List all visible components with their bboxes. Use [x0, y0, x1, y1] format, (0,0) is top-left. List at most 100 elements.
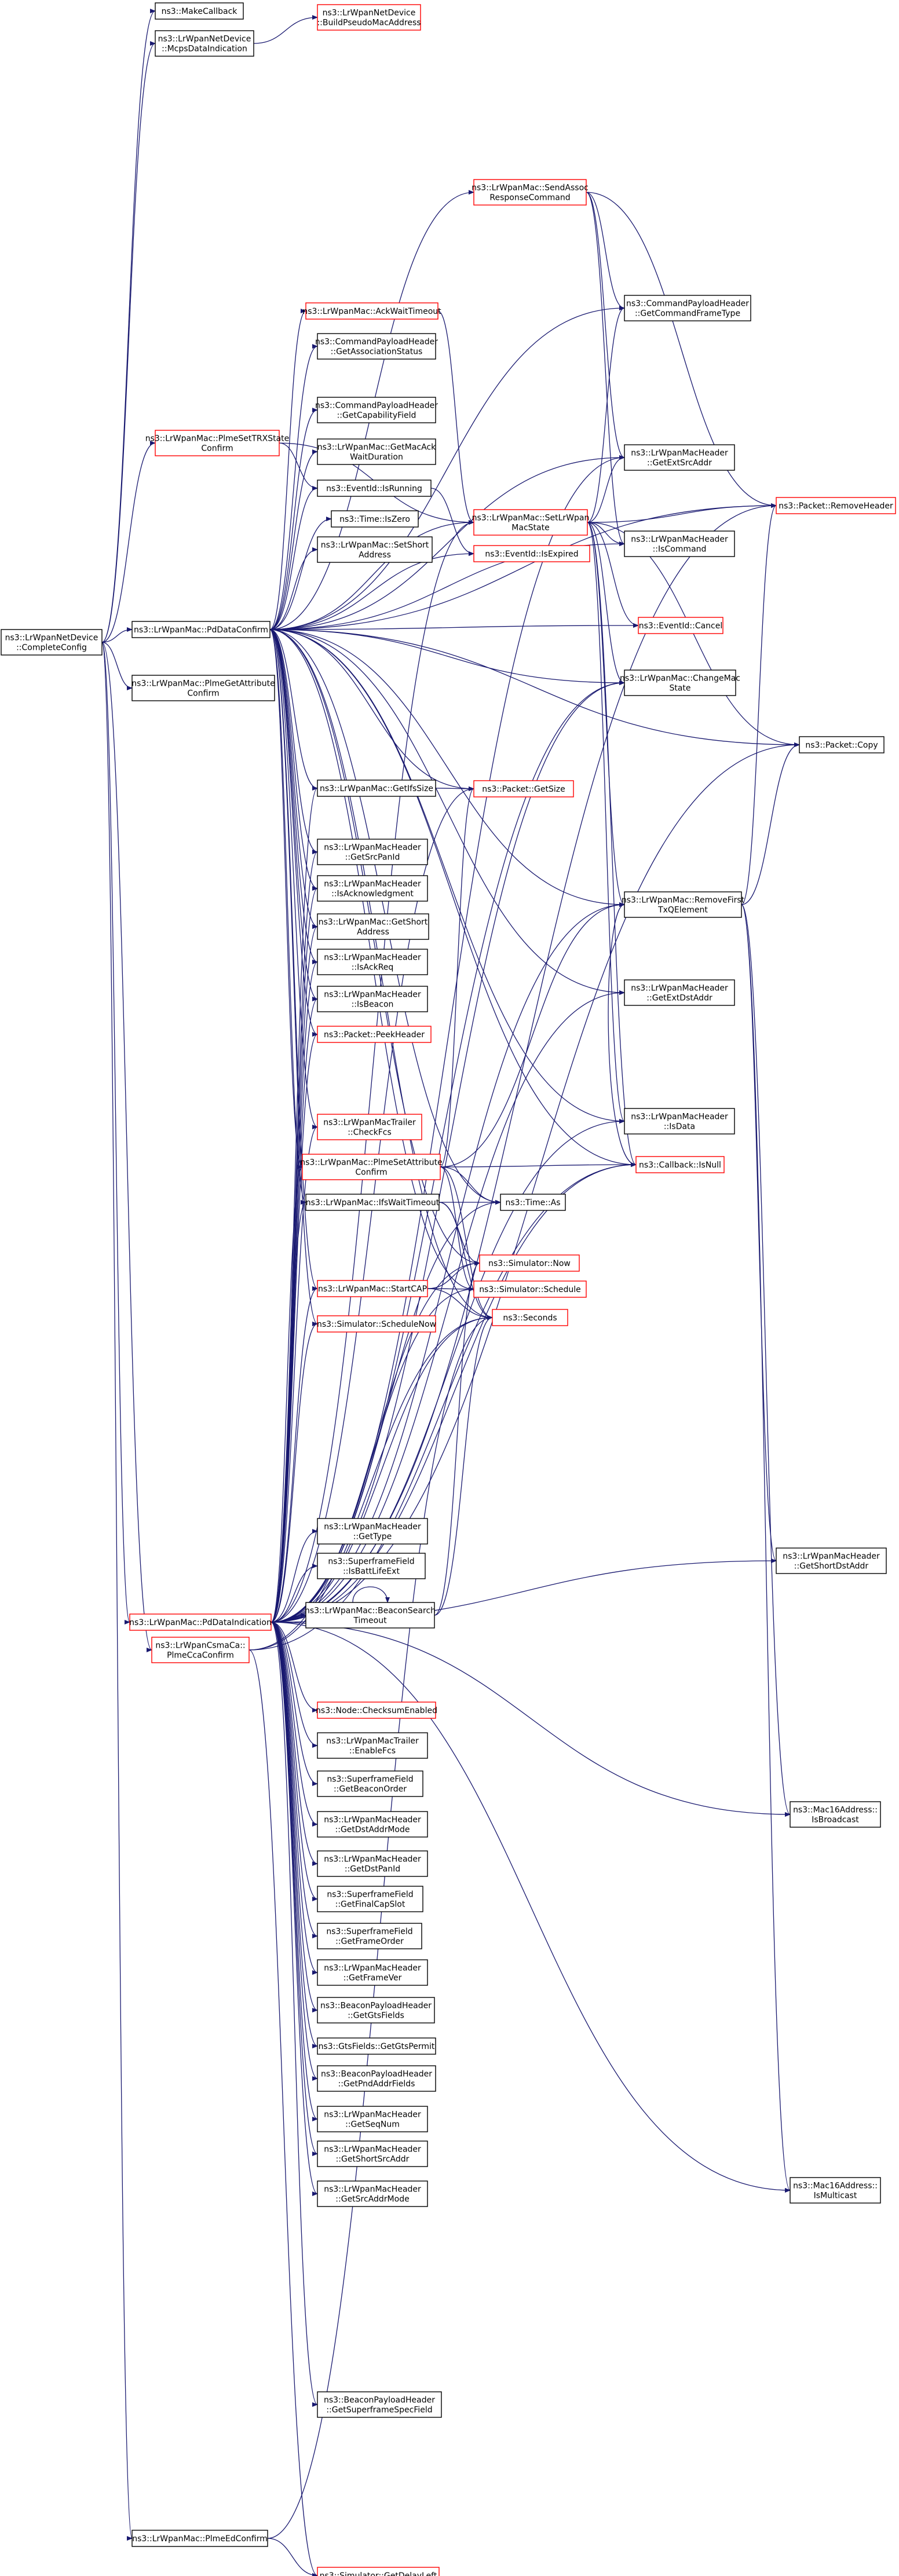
node-cancel[interactable]: ns3::EventId::Cancel: [638, 617, 723, 634]
node-isbroadcast[interactable]: ns3::Mac16Address::IsBroadcast: [790, 1801, 881, 1828]
edge-setlrwpan-to-changemac: [587, 522, 625, 685]
node-getifs[interactable]: ns3::LrWpanMac::GetIfsSize: [317, 780, 436, 797]
edge-pddc-to-schednow: [269, 629, 318, 1326]
node-getcmdframe[interactable]: ns3::CommandPayloadHeader::GetCommandFra…: [624, 295, 751, 321]
node-simsched[interactable]: ns3::Simulator::Schedule: [473, 1280, 587, 1298]
node-label: ns3::LrWpanMacHeader: [631, 1113, 728, 1122]
node-gettype[interactable]: ns3::LrWpanMacHeader::GetType: [317, 1518, 428, 1545]
node-getfinalcap[interactable]: ns3::SuperframeField::GetFinalCapSlot: [317, 1886, 423, 1912]
node-isexpired[interactable]: ns3::EventId::IsExpired: [473, 545, 590, 562]
node-getseqnum[interactable]: ns3::LrWpanMacHeader::GetSeqNum: [317, 2106, 428, 2132]
node-checkfcs[interactable]: ns3::LrWpanMacTrailer::CheckFcs: [317, 1114, 422, 1140]
node-isackn[interactable]: ns3::LrWpanMacHeader::IsAcknowledgment: [317, 875, 428, 902]
node-getshortsrc[interactable]: ns3::LrWpanMacHeader::GetShortSrcAddr: [317, 2140, 428, 2167]
node-box: [624, 444, 735, 471]
node-mcps[interactable]: ns3::LrWpanNetDevice::McpsDataIndication: [155, 30, 254, 57]
node-getextdst[interactable]: ns3::LrWpanMacHeader::GetExtDstAddr: [624, 979, 735, 1006]
node-pddi[interactable]: ns3::LrWpanMac::PdDataIndication: [129, 1613, 272, 1631]
node-getframeorder[interactable]: ns3::SuperframeField::GetFrameOrder: [317, 1923, 422, 1949]
node-makecb[interactable]: ns3::MakeCallback: [155, 2, 244, 20]
node-getdstaddrmode[interactable]: ns3::LrWpanMacHeader::GetDstAddrMode: [317, 1811, 428, 1838]
node-label: ns3::LrWpanMacHeader: [631, 449, 728, 458]
node-pddc[interactable]: ns3::LrWpanMac::PdDataConfirm: [131, 621, 271, 638]
node-getbeaconorder[interactable]: ns3::SuperframeField::GetBeaconOrder: [317, 1770, 423, 1797]
edge-root-to-plmetrx: [101, 441, 156, 643]
node-copy[interactable]: ns3::Packet::Copy: [799, 736, 885, 753]
node-label: ns3::LrWpanMacHeader: [324, 2185, 421, 2194]
node-isnull[interactable]: ns3::Callback::IsNull: [635, 1156, 725, 1173]
node-getgtsfields[interactable]: ns3::BeaconPayloadHeader::GetGtsFields: [317, 1997, 435, 2024]
node-ifswait[interactable]: ns3::LrWpanMac::IfsWaitTimeout: [305, 1194, 440, 1211]
node-ismulticast[interactable]: ns3::Mac16Address::IsMulticast: [790, 2177, 881, 2204]
edge-pddc-to-isnull: [269, 629, 637, 1167]
node-startcap[interactable]: ns3::LrWpanMac::StartCAP: [317, 1280, 428, 1297]
node-getshortdst[interactable]: ns3::LrWpanMacHeader::GetShortDstAddr: [776, 1547, 887, 1574]
node-getextsrc[interactable]: ns3::LrWpanMacHeader::GetExtSrcAddr: [624, 444, 735, 471]
node-box: [305, 1602, 435, 1629]
node-isdata[interactable]: ns3::LrWpanMacHeader::IsData: [624, 1108, 735, 1135]
edge-pddi-to-getseqnum: [271, 1622, 318, 2121]
edge-beaconsearch-to-seconds: [434, 1315, 493, 1616]
node-ackwait[interactable]: ns3::LrWpanMac::AckWaitTimeout: [302, 302, 441, 320]
edge-pddc-to-ifswait: [269, 629, 306, 1205]
node-getsuperframe[interactable]: ns3::BeaconPayloadHeader::GetSuperframeS…: [317, 2391, 442, 2418]
node-getdstpan[interactable]: ns3::LrWpanMacHeader::GetDstPanId: [317, 1850, 428, 1877]
node-timeas[interactable]: ns3::Time::As: [500, 1194, 566, 1211]
node-label: ::GetExtDstAddr: [646, 994, 712, 1003]
node-pseudo[interactable]: ns3::LrWpanNetDevice::BuildPseudoMacAddr…: [317, 4, 421, 31]
node-label: TxQElement: [657, 906, 708, 915]
node-label: ns3::LrWpanMac::GetShort: [319, 918, 428, 927]
edge-pddc-to-changemac: [269, 629, 625, 685]
node-label: ::GetSeqNum: [345, 2120, 400, 2129]
edge-pddi-to-gettype: [271, 1529, 318, 1623]
edge-isrunning-to-isexpired: [430, 488, 474, 556]
node-getsize[interactable]: ns3::Packet::GetSize: [473, 780, 574, 797]
node-label: ns3::EventId::IsExpired: [485, 550, 578, 559]
node-label: ns3::GtsFields::GetGtsPermit: [319, 2042, 435, 2051]
node-simnow[interactable]: ns3::Simulator::Now: [479, 1254, 580, 1272]
node-label: ns3::Node::ChecksumEnabled: [316, 1706, 437, 1715]
node-isbeacon[interactable]: ns3::LrWpanMacHeader::IsBeacon: [317, 986, 428, 1012]
node-isackreq[interactable]: ns3::LrWpanMacHeader::IsAckReq: [317, 949, 428, 975]
node-getassoc[interactable]: ns3::CommandPayloadHeader::GetAssociatio…: [315, 333, 438, 360]
node-iscommand[interactable]: ns3::LrWpanMacHeader::IsCommand: [624, 530, 735, 557]
node-getcap[interactable]: ns3::CommandPayloadHeader::GetCapability…: [315, 397, 438, 423]
node-box: [317, 2065, 436, 2092]
edge-root-to-csma: [101, 642, 152, 1652]
node-schednow[interactable]: ns3::Simulator::ScheduleNow: [317, 1315, 436, 1333]
node-csma[interactable]: ns3::LrWpanCsmaCa::PlmeCcaConfirm: [151, 1637, 250, 1663]
node-removeheader[interactable]: ns3::Packet::RemoveHeader: [776, 497, 896, 514]
node-checksum[interactable]: ns3::Node::ChecksumEnabled: [316, 1702, 437, 1719]
node-label: ns3::LrWpanNetDevice: [158, 35, 251, 44]
edge-plmetrx-to-isrunning: [279, 442, 318, 491]
node-getpndaddr[interactable]: ns3::BeaconPayloadHeader::GetPndAddrFiel…: [317, 2065, 436, 2092]
node-getsrcpan[interactable]: ns3::LrWpanMacHeader::GetSrcPanId: [317, 839, 428, 865]
node-getgtspermit[interactable]: ns3::GtsFields::GetGtsPermit: [317, 2037, 436, 2055]
node-getdelay[interactable]: ns3::Simulator::GetDelayLeft: [317, 2567, 440, 2576]
node-peek[interactable]: ns3::Packet::PeekHeader: [317, 1026, 432, 1043]
node-label: ::GetDstPanId: [345, 1865, 400, 1874]
node-isrunning[interactable]: ns3::EventId::IsRunning: [317, 480, 432, 497]
node-seconds[interactable]: ns3::Seconds: [492, 1309, 568, 1326]
node-getsrcaddrmode[interactable]: ns3::LrWpanMacHeader::GetSrcAddrMode: [317, 2180, 428, 2207]
node-plmeed[interactable]: ns3::LrWpanMac::PlmeEdConfirm: [131, 2530, 268, 2547]
node-box: [317, 480, 432, 497]
node-iszero[interactable]: ns3::Time::IsZero: [331, 510, 419, 528]
node-getframever[interactable]: ns3::LrWpanMacHeader::GetFrameVer: [317, 1959, 428, 1986]
node-box: [317, 1732, 428, 1759]
node-label: ns3::LrWpanMac::PlmeSetAttribute: [300, 1158, 442, 1168]
node-box: [317, 2567, 440, 2576]
node-enablefcs[interactable]: ns3::LrWpanMacTrailer::EnableFcs: [317, 1732, 428, 1759]
node-isbattlife[interactable]: ns3::SuperframeField::IsBattLifeExt: [317, 1553, 426, 1579]
